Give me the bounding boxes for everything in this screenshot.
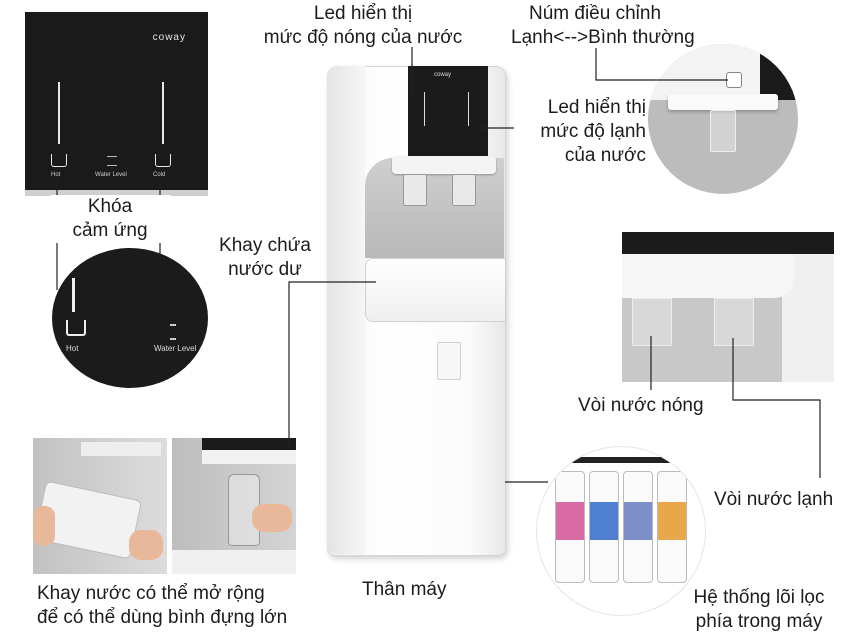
label-expand-tray-line1: Khay nước có thể mở rộng — [37, 583, 265, 604]
zoom-led-strip — [72, 278, 75, 312]
zoom-hot-icon — [66, 320, 86, 336]
label-led-hot-line2: mức độ nóng của nước — [263, 27, 463, 48]
panel-hot-led — [424, 92, 425, 126]
zoom-hot-label: Hot — [66, 344, 79, 353]
label-filters-line1: Hệ thống lõi lọc — [693, 587, 825, 608]
label-knob: Núm điều chỉnh Lạnh<-->Bình thường — [511, 2, 703, 50]
cold-led-strip — [162, 82, 164, 144]
tray-photo2-panel — [202, 438, 296, 450]
small-hot-label: Hot — [51, 172, 61, 178]
touch-lock-zoom-circle: Hot Water Level — [52, 248, 208, 388]
taps-photo-taphead — [622, 254, 794, 298]
label-knob-line2: Lạnh<-->Bình thường — [511, 27, 695, 48]
filter-4 — [657, 471, 687, 583]
label-led-cold: Led hiển thị mức độ lạnh của nước — [500, 96, 646, 168]
label-led-cold-line3: của nước — [564, 145, 646, 166]
hand-holding-bottle — [252, 504, 292, 532]
label-touch-lock-line2: cảm ứng — [72, 220, 148, 241]
cold-button-icon[interactable] — [155, 154, 171, 167]
label-knob-line1: Núm điều chỉnh — [529, 3, 662, 24]
taps-photo-hot-tap — [632, 298, 672, 346]
tap-head — [392, 156, 496, 174]
filter-2-band — [590, 502, 618, 540]
filter-bracket — [547, 457, 695, 463]
label-expand-tray-line2: để có thể dùng bình đựng lớn — [37, 607, 288, 628]
filter-1-band — [556, 502, 584, 540]
label-drip-tray: Khay chứa nước dư — [202, 234, 328, 282]
dispenser-side-shade — [327, 66, 365, 554]
label-hot-tap: Vòi nước nóng — [578, 395, 704, 416]
tray-photo-right — [172, 438, 296, 574]
hand-right — [129, 530, 163, 560]
filter-4-band — [658, 502, 686, 540]
panel-cold-led — [468, 92, 469, 126]
tray-photo-left — [33, 438, 167, 574]
side-handle[interactable] — [437, 342, 461, 380]
hot-tap[interactable] — [403, 174, 427, 206]
label-led-cold-line1: Led hiển thị — [547, 97, 646, 118]
small-water-level-label: Water Level — [95, 172, 127, 178]
line-cold-tap — [732, 338, 821, 478]
taps-closeup-photo — [622, 232, 834, 382]
label-touch-lock-line1: Khóa — [87, 196, 133, 217]
brand-logo: coway — [152, 32, 186, 43]
zoom-water-level-label: Water Level — [154, 344, 197, 353]
label-led-hot-line1: Led hiển thị — [313, 3, 413, 24]
taps-photo-top-panel — [622, 232, 834, 254]
label-drip-tray-line2: nước dư — [228, 259, 302, 280]
control-panel-closeup: coway Hot Water Level Cold — [25, 12, 208, 196]
line-drip-tray — [288, 281, 376, 448]
hand-left — [33, 506, 55, 546]
drip-tray — [365, 258, 506, 322]
label-led-hot: Led hiển thị mức độ nóng của nước — [238, 2, 488, 50]
knob-zoom-circle — [648, 44, 798, 194]
panel-brand: coway — [434, 72, 452, 78]
label-touch-lock: Khóa cảm ứng — [50, 195, 170, 243]
tap-recess — [365, 158, 504, 258]
label-cold-tap: Vòi nước lạnh — [714, 489, 834, 510]
water-level-icon — [107, 156, 117, 166]
filter-3 — [623, 471, 653, 583]
line-knob — [595, 48, 728, 81]
hot-led-strip — [58, 82, 60, 144]
small-cold-label: Cold — [153, 172, 166, 178]
dispenser-top-panel: coway — [408, 66, 488, 156]
label-drip-tray-line1: Khay chứa — [219, 235, 311, 256]
label-filters: Hệ thống lõi lọc phía trong máy — [674, 586, 844, 634]
tray-photo2-base — [172, 550, 296, 574]
cold-tap[interactable] — [452, 174, 476, 206]
label-filters-line2: phía trong máy — [695, 611, 823, 632]
knob-circle-tap — [710, 110, 736, 152]
filter-3-band — [624, 502, 652, 540]
label-led-cold-line2: mức độ lạnh — [540, 121, 646, 142]
taps-photo-cold-tap — [714, 298, 754, 346]
tray-photo2-taphead — [202, 450, 296, 464]
knob-circle-taphead — [668, 94, 778, 110]
filter-2 — [589, 471, 619, 583]
knob-circle-panel — [760, 44, 798, 100]
filter-zoom-circle — [536, 446, 706, 616]
tray-photo-taphead — [81, 442, 161, 456]
label-body: Thân máy — [362, 579, 447, 600]
label-expand-tray: Khay nước có thể mở rộng để có thể dùng … — [37, 582, 327, 630]
hot-button-icon[interactable] — [51, 154, 67, 167]
zoom-water-level-icon — [170, 324, 176, 340]
filter-1 — [555, 471, 585, 583]
